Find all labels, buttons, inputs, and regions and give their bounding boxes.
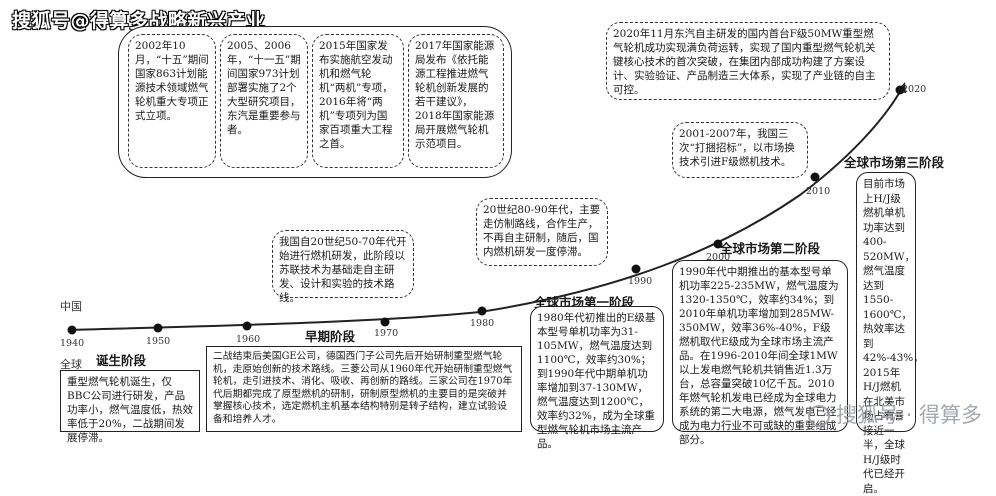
year-2000: 2000 (706, 252, 731, 263)
china-box-2001: 2001-2007年，我国三次“打捆招标”，以市场换技术引进F级燃机技术。 (672, 122, 808, 178)
year-1940: 1940 (60, 338, 85, 349)
dot-1950 (153, 323, 163, 333)
dot-1960 (242, 321, 252, 331)
stage-market2: 全球市场第二阶段 (720, 241, 821, 256)
china-box-2020: 2020年11月东汽自主研发的国内首台F级50MW重型燃气轮机成功实现满负荷运转… (606, 22, 890, 100)
china-box-5070: 我国自20世纪50-70年代开始进行燃机研发，此阶段以苏联技术为基础走自主研发、… (272, 230, 414, 304)
year-2010: 2010 (806, 186, 831, 197)
dot-1980 (477, 306, 487, 316)
stage-birth: 诞生阶段 (96, 353, 147, 368)
dot-2010 (810, 172, 820, 182)
dot-1940 (67, 325, 77, 335)
global-box-market2: 1990年代中期推出的基本型号单机功率225-235MW，燃气温度为1320-1… (672, 260, 848, 446)
year-1970: 1970 (374, 328, 399, 339)
global-box-early: 二战结束后美国GE公司，德国西门子公司先后开始研制重型燃气轮机，走原始创新的技术… (206, 346, 522, 432)
china-box-8090: 20世纪80-90年代，主要走仿制路线，合作生产，不再自主研制，随后，国内燃机研… (476, 198, 608, 266)
stage-market3: 全球市场第三阶段 (844, 155, 945, 170)
china-box-2017: 2017年国家能源局发布《依托能源工程推进燃气轮机创新发展的若干建议》，2018… (408, 34, 504, 168)
sohu-logo-icon (807, 405, 830, 427)
timeline-curve (69, 87, 903, 331)
year-1980: 1980 (470, 318, 495, 329)
year-1950: 1950 (146, 336, 171, 347)
stage-early: 早期阶段 (305, 329, 356, 344)
china-box-2002: 2002年10月，“十五”期间国家863计划能源技术领域燃气轮机重大专项正式立项… (128, 34, 216, 168)
dot-2020 (895, 85, 905, 95)
footer-watermark: 搜狐号 · 得算多 (807, 399, 982, 429)
year-1990: 1990 (628, 276, 653, 287)
timeline-curve-graphic (67, 82, 906, 335)
dot-1990 (631, 264, 641, 274)
global-box-birth: 重型燃气轮机诞生，仅BBC公司进行研发，产品功率小，燃气温度低，热效率低于20%… (60, 370, 200, 444)
china-box-2015: 2015年国家发布实施航空发动机和燃气轮机“两机”专项，2016年将“两机”专项… (312, 34, 404, 168)
global-label: 全球 (60, 358, 82, 371)
china-box-2005: 2005、2006年，“十一五”期间国家973计划部署实施了2个大型研究项目，东… (220, 34, 308, 168)
year-1960: 1960 (236, 334, 261, 345)
timeline-dots (67, 85, 905, 335)
global-box-market3: 目前市场上H/J级燃机单机功率达到400-520MW，燃气温度达到1550-16… (856, 172, 924, 495)
footer-watermark-text: 搜狐号 · 得算多 (835, 403, 982, 427)
global-box-market1: 1980年代初推出的E级基本型号单机功率为31-105MW，燃气温度达到1100… (530, 306, 664, 450)
china-label: 中国 (60, 300, 82, 313)
dot-1970 (380, 317, 390, 327)
dot-2000 (713, 239, 723, 249)
year-2020: 2020 (902, 84, 927, 95)
